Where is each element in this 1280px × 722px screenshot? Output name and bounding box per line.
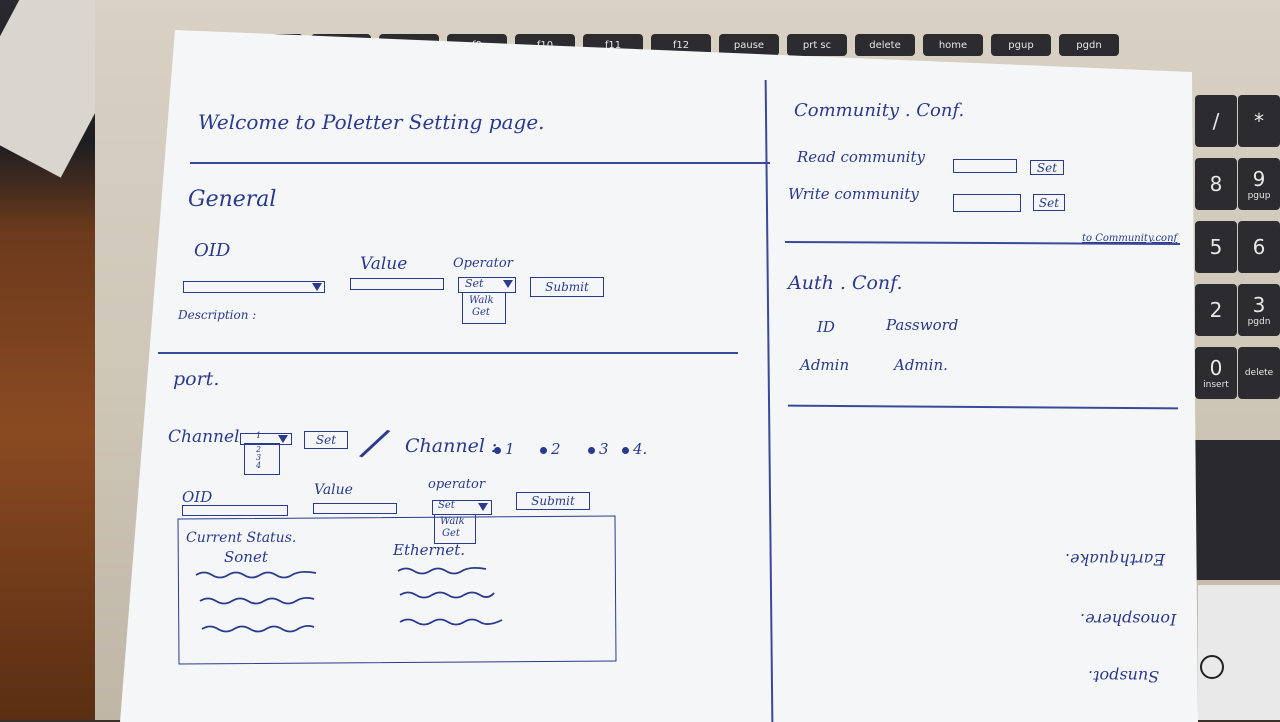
menu-item-walk[interactable]: Walk bbox=[440, 516, 465, 527]
slash-separator: / bbox=[360, 417, 391, 468]
general-submit-button[interactable]: Submit bbox=[530, 277, 604, 297]
function-key[interactable]: pause bbox=[719, 34, 779, 56]
port-oid-input[interactable] bbox=[182, 505, 288, 516]
power-icon bbox=[1200, 655, 1224, 679]
community-heading: Community . Conf. bbox=[794, 100, 965, 121]
upside-down-note: Ionosphere. bbox=[1080, 610, 1177, 629]
upside-down-note: Earthquake. bbox=[1065, 550, 1165, 569]
port-operator-menu bbox=[434, 514, 476, 544]
chevron-down-icon[interactable] bbox=[503, 280, 513, 288]
radio-dot-icon bbox=[494, 446, 501, 454]
channel-option[interactable]: 3 bbox=[256, 453, 262, 462]
port-channel-radio-label: Channel : bbox=[405, 435, 498, 457]
function-key[interactable]: delete bbox=[855, 34, 915, 56]
menu-item-get[interactable]: Get bbox=[472, 307, 490, 318]
port-operator-selected: Set bbox=[438, 500, 455, 511]
general-description-label: Description : bbox=[178, 308, 257, 322]
auth-heading: Auth . Conf. bbox=[788, 272, 903, 294]
function-key[interactable]: pgup bbox=[991, 34, 1051, 56]
radio-dot-icon bbox=[588, 446, 595, 454]
numpad-key[interactable]: * bbox=[1238, 95, 1280, 147]
channel-radio-1[interactable]: 1 bbox=[494, 440, 515, 458]
divider bbox=[190, 162, 770, 164]
general-operator-selected: Set bbox=[465, 277, 484, 290]
port-submit-button[interactable]: Submit bbox=[516, 492, 590, 510]
read-community-set-button[interactable]: Set bbox=[1030, 160, 1064, 175]
page-title: Welcome to Poletter Setting page. bbox=[198, 110, 545, 134]
port-channel-select[interactable] bbox=[240, 433, 292, 445]
general-value-label: Value bbox=[360, 254, 408, 274]
port-value-input[interactable] bbox=[313, 503, 397, 514]
numpad-key[interactable]: delete bbox=[1238, 347, 1280, 399]
channel-radio-4[interactable]: 4. bbox=[622, 440, 647, 458]
product-card bbox=[1198, 585, 1280, 720]
general-operator-menu bbox=[462, 292, 506, 324]
current-status-title: Current Status. bbox=[186, 530, 297, 546]
port-channel-label: Channel bbox=[168, 427, 240, 447]
function-key[interactable]: pgdn bbox=[1059, 34, 1119, 56]
auth-id-value: Admin bbox=[800, 356, 850, 374]
numpad-key[interactable]: 8 bbox=[1195, 158, 1237, 210]
read-community-input[interactable] bbox=[953, 159, 1017, 173]
column-divider bbox=[764, 80, 774, 722]
chevron-down-icon[interactable] bbox=[312, 283, 322, 291]
laptop-side-panel bbox=[1195, 440, 1280, 580]
ethernet-label: Ethernet. bbox=[393, 541, 466, 559]
status-placeholder-line bbox=[398, 588, 496, 600]
write-community-set-button[interactable]: Set bbox=[1033, 194, 1065, 211]
numpad-key[interactable]: 2 bbox=[1195, 284, 1237, 336]
port-channel-list bbox=[244, 443, 280, 475]
status-placeholder-line bbox=[396, 564, 488, 576]
channel-radio-3[interactable]: 3 bbox=[588, 440, 609, 458]
status-placeholder-line bbox=[200, 622, 316, 634]
port-operator-label: operator bbox=[428, 477, 486, 492]
general-value-input[interactable] bbox=[350, 278, 444, 290]
numpad-key[interactable]: 6 bbox=[1238, 221, 1280, 273]
radio-dot-icon bbox=[540, 446, 547, 454]
menu-item-get[interactable]: Get bbox=[442, 528, 460, 539]
write-community-input[interactable] bbox=[953, 194, 1021, 212]
numpad-key[interactable]: / bbox=[1195, 95, 1237, 147]
general-operator-label: Operator bbox=[453, 256, 513, 271]
radio-dot-icon bbox=[622, 446, 629, 454]
port-heading: port. bbox=[173, 368, 220, 390]
write-community-label: Write community bbox=[788, 185, 919, 203]
menu-item-walk[interactable]: Walk bbox=[469, 295, 494, 306]
channel-option[interactable]: 1 bbox=[256, 431, 262, 440]
read-community-label: Read community bbox=[797, 148, 925, 166]
general-heading: General bbox=[188, 187, 277, 212]
status-placeholder-line bbox=[398, 615, 504, 627]
channel-radio-2[interactable]: 2 bbox=[540, 440, 561, 458]
upside-down-note: Sunspot. bbox=[1088, 667, 1160, 686]
sonet-label: Sonet bbox=[224, 548, 268, 566]
auth-password-value: Admin. bbox=[894, 356, 948, 374]
community-conf-link[interactable]: to Community.conf bbox=[1082, 233, 1178, 244]
function-key[interactable]: home bbox=[923, 34, 983, 56]
auth-password-header: Password bbox=[886, 316, 959, 334]
status-placeholder-line bbox=[194, 568, 318, 580]
wireframe-sketch: Welcome to Poletter Setting page. Genera… bbox=[120, 30, 1198, 722]
chevron-down-icon[interactable] bbox=[478, 503, 488, 511]
status-placeholder-line bbox=[198, 594, 316, 606]
general-oid-label: OID bbox=[194, 240, 231, 261]
auth-id-header: ID bbox=[817, 318, 835, 336]
divider bbox=[158, 352, 738, 354]
general-oid-select[interactable] bbox=[183, 281, 325, 293]
channel-option[interactable]: 4 bbox=[256, 461, 262, 470]
channel-option[interactable]: 2 bbox=[256, 445, 262, 454]
function-key[interactable]: prt sc bbox=[787, 34, 847, 56]
port-channel-set-button[interactable]: Set bbox=[304, 431, 348, 449]
numpad-key[interactable]: 5 bbox=[1195, 221, 1237, 273]
chevron-down-icon[interactable] bbox=[278, 435, 288, 443]
divider bbox=[787, 404, 1179, 410]
port-value-label: Value bbox=[314, 482, 353, 498]
port-oid-label: OID bbox=[182, 488, 213, 506]
